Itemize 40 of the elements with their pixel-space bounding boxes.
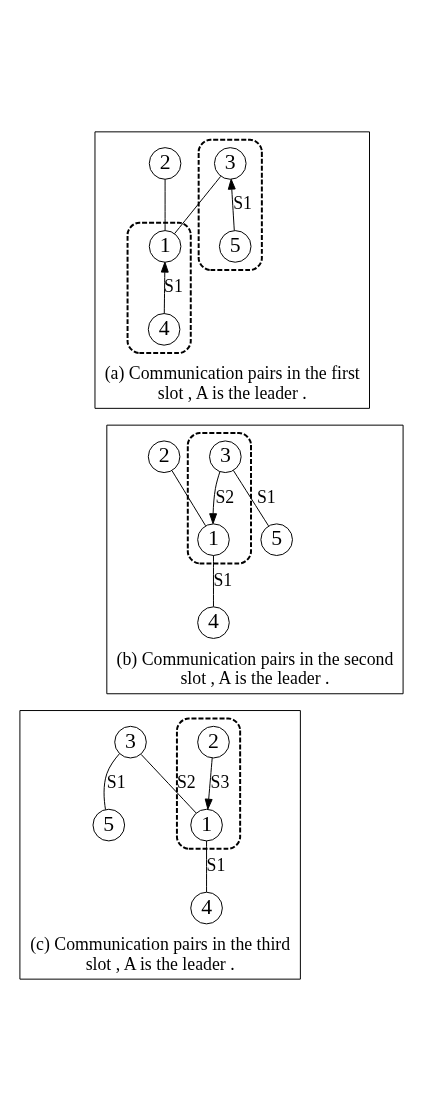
node-circle: 4: [147, 313, 181, 346]
edge-label: S1: [106, 771, 126, 792]
node-circle: 3: [213, 147, 247, 180]
connector: [174, 175, 222, 235]
arrow: [227, 178, 236, 231]
node-circle: 1: [148, 230, 182, 263]
edge-label: S1: [206, 854, 226, 875]
edge-label: S1: [213, 569, 233, 590]
edge-label: S1: [164, 276, 183, 297]
edge-label: S3: [210, 771, 230, 792]
node-circle: 5: [92, 808, 126, 842]
node-circle: 3: [209, 440, 242, 474]
cluster: [186, 432, 252, 565]
edge-label: S2: [215, 486, 235, 507]
node-circle: 1: [190, 808, 223, 842]
connector: [213, 555, 214, 608]
node-circle: 2: [148, 147, 182, 180]
edge-label: S1: [256, 486, 276, 507]
arrow: [204, 757, 213, 810]
node-circle: 5: [218, 230, 252, 263]
connector: [206, 840, 208, 893]
node-circle: 2: [197, 725, 230, 759]
connector: [232, 469, 270, 527]
connector: [164, 178, 166, 231]
node-circle: 2: [147, 440, 181, 474]
arrow: [160, 261, 169, 314]
edge-label: S1: [233, 193, 252, 214]
connector: [171, 470, 207, 527]
arrow: [209, 471, 221, 525]
node-circle: 5: [260, 523, 293, 556]
node-circle: 4: [197, 606, 230, 639]
connector: [140, 753, 197, 814]
cluster: [197, 138, 263, 272]
cluster: [126, 221, 192, 355]
node-circle: 1: [197, 523, 230, 556]
cluster: [175, 717, 242, 850]
node-circle: 3: [114, 725, 147, 759]
edge-label: S2: [176, 771, 196, 792]
node-circle: 4: [190, 891, 223, 925]
connector: [103, 753, 120, 811]
